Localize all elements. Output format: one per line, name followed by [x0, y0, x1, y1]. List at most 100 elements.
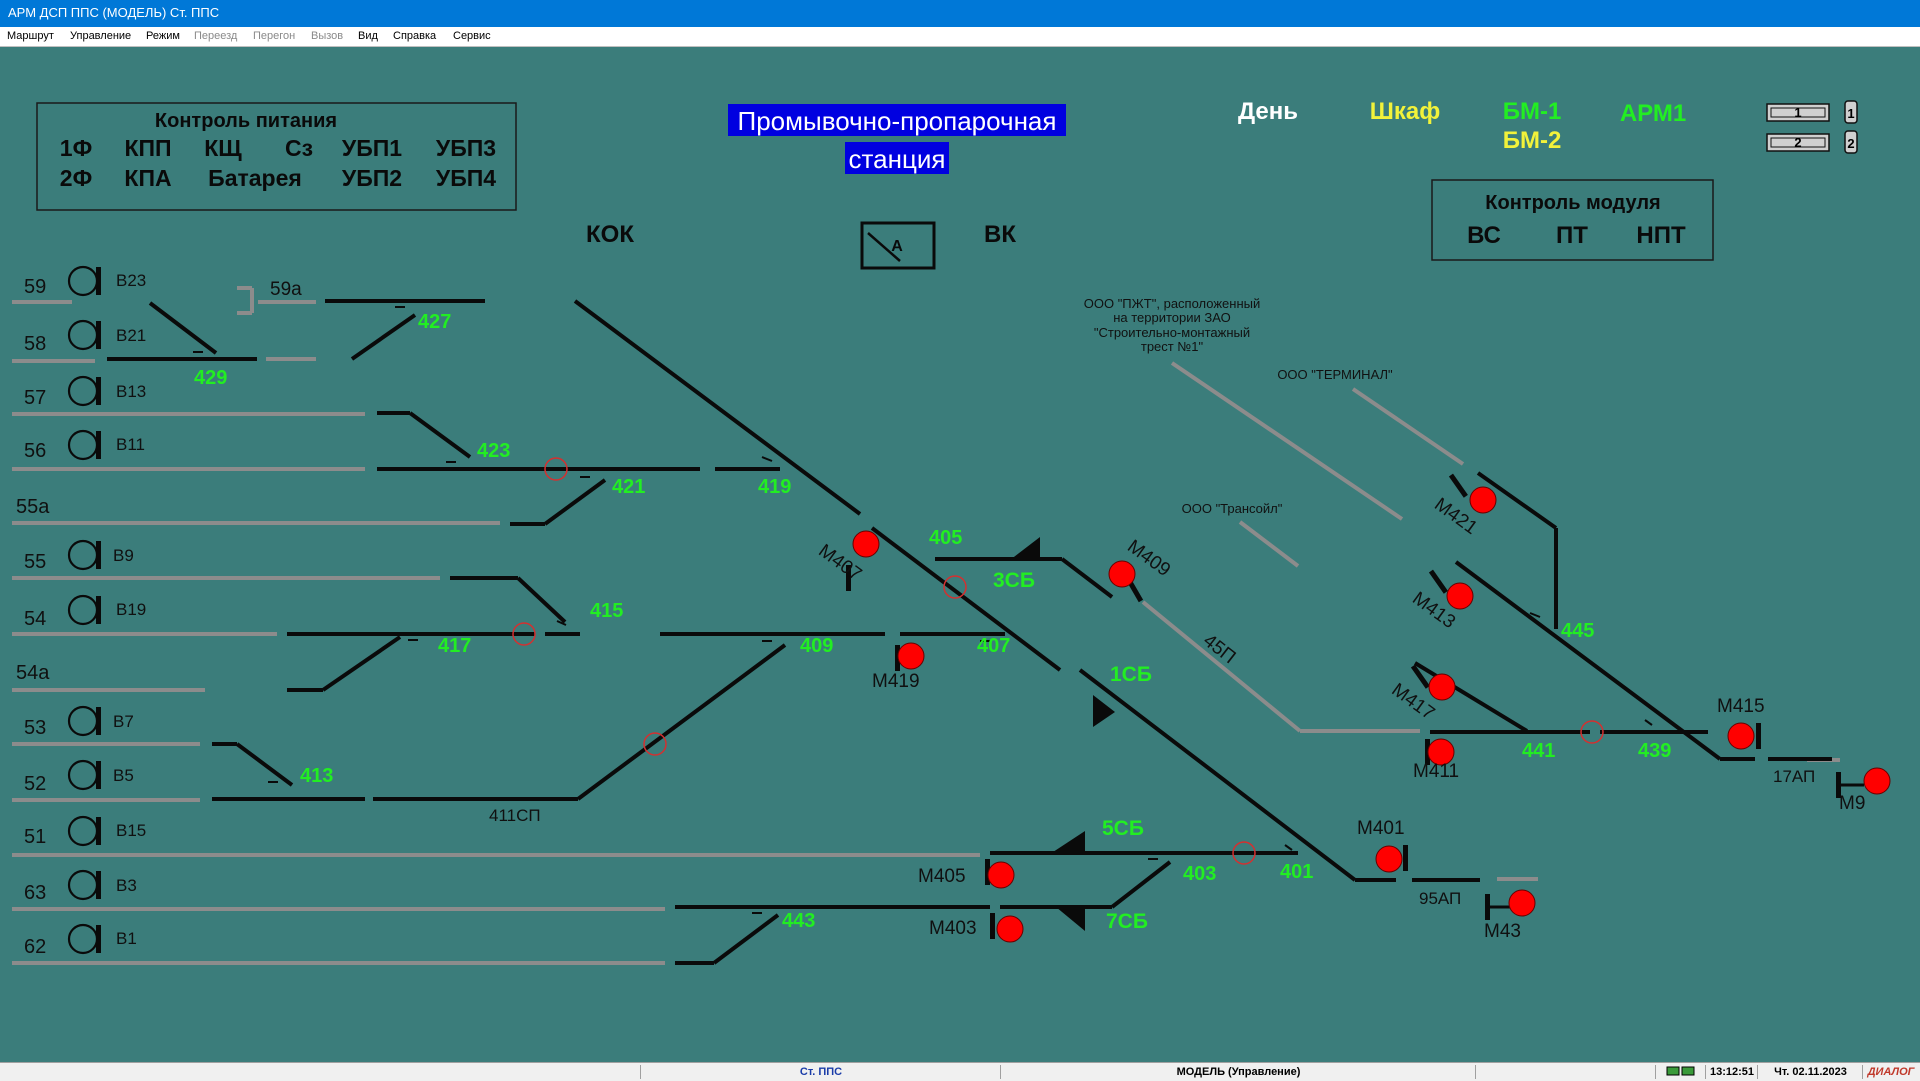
switch-427[interactable]: 427	[418, 311, 451, 333]
switch-423[interactable]: 423	[477, 440, 510, 462]
power-kpa[interactable]: КПА	[124, 165, 171, 191]
network-icon	[1655, 1065, 1706, 1079]
menu-route[interactable]: Маршрут	[7, 30, 54, 42]
power-ubp4[interactable]: УБП4	[436, 165, 496, 191]
switch-439[interactable]: 439	[1638, 740, 1671, 762]
kok-indicator[interactable]: КОК	[586, 221, 634, 248]
power-2f[interactable]: 2Ф	[60, 165, 92, 191]
signal-v11[interactable]: В11	[116, 435, 145, 454]
signal-m9[interactable]: М9	[1839, 793, 1865, 814]
section-1sb[interactable]: 1СБ	[1110, 663, 1152, 686]
computer-2-icon[interactable]: 2 2	[1766, 130, 1858, 154]
section-59a[interactable]: 59а	[270, 279, 302, 300]
signal-v15[interactable]: В15	[116, 821, 146, 840]
track-57[interactable]: 57	[24, 387, 46, 409]
track-59[interactable]: 59	[24, 276, 46, 298]
switch-405[interactable]: 405	[929, 527, 962, 549]
cabinet-indicator[interactable]: Шкаф	[1370, 98, 1440, 125]
menu-crossing[interactable]: Переезд	[194, 30, 238, 42]
status-date: Чт. 02.11.2023	[1757, 1065, 1863, 1079]
menu-control[interactable]: Управление	[70, 30, 132, 42]
signal-v21[interactable]: В21	[116, 326, 146, 345]
switch-401[interactable]: 401	[1280, 861, 1313, 883]
menu-haul[interactable]: Перегон	[253, 30, 296, 42]
menu-view[interactable]: Вид	[358, 30, 378, 42]
signal-m403[interactable]: М403	[929, 918, 977, 939]
switch-407[interactable]: 407	[977, 635, 1010, 657]
signal-m411[interactable]: М411	[1413, 761, 1459, 782]
arm1-indicator[interactable]: АРМ1	[1620, 100, 1686, 127]
signal-m415[interactable]: М415	[1717, 696, 1765, 717]
switch-421[interactable]: 421	[612, 476, 645, 498]
switch-417[interactable]: 417	[438, 635, 471, 657]
track-53[interactable]: 53	[24, 717, 46, 739]
signal-m401[interactable]: М401	[1357, 818, 1405, 839]
switch-415[interactable]: 415	[590, 600, 623, 622]
power-battery[interactable]: Батарея	[208, 165, 302, 191]
signal-v7[interactable]: В7	[113, 712, 134, 731]
signal-m405[interactable]: М405	[918, 866, 966, 887]
power-ubp2[interactable]: УБП2	[342, 165, 402, 191]
track-51[interactable]: 51	[24, 826, 46, 848]
annotation-pzht-1: ООО "ПЖТ", расположенный	[1084, 296, 1260, 311]
switch-445[interactable]: 445	[1561, 620, 1594, 642]
window-title: АРМ ДСП ППС (МОДЕЛЬ) Ст. ППС	[8, 5, 220, 20]
module-pt[interactable]: ПТ	[1556, 222, 1588, 249]
power-sz[interactable]: Сз	[285, 135, 313, 161]
section-411sp[interactable]: 411СП	[489, 806, 541, 825]
power-kpp[interactable]: КПП	[124, 135, 171, 161]
signal-v23[interactable]: В23	[116, 271, 146, 290]
signal-v5[interactable]: В5	[113, 766, 134, 785]
switch-429[interactable]: 429	[194, 367, 227, 389]
signal-v13[interactable]: В13	[116, 382, 146, 401]
bm2-indicator[interactable]: БМ-2	[1503, 127, 1562, 154]
track-56[interactable]: 56	[24, 440, 46, 462]
menu-help[interactable]: Справка	[393, 30, 437, 42]
signal-v9[interactable]: В9	[113, 546, 134, 565]
ammeter-icon[interactable]: A	[860, 221, 936, 270]
signal-v3[interactable]: В3	[116, 876, 137, 895]
track-54a[interactable]: 54а	[16, 662, 50, 684]
switch-409[interactable]: 409	[800, 635, 833, 657]
menu-mode[interactable]: Режим	[146, 30, 180, 42]
section-95ap[interactable]: 95АП	[1419, 889, 1461, 908]
menu-service[interactable]: Сервис	[453, 30, 491, 42]
track-55a[interactable]: 55а	[16, 496, 50, 518]
power-ubp1[interactable]: УБП1	[342, 135, 402, 161]
switch-419[interactable]: 419	[758, 476, 791, 498]
track-52[interactable]: 52	[24, 773, 46, 795]
section-45p[interactable]: 45П	[1199, 630, 1239, 668]
signal-v1[interactable]: В1	[116, 929, 137, 948]
annotation-pzht-2: на территории ЗАО	[1113, 310, 1231, 325]
track-58[interactable]: 58	[24, 333, 46, 355]
power-ksch[interactable]: КЩ	[204, 135, 242, 161]
track-62[interactable]: 62	[24, 936, 46, 958]
power-panel-title: Контроль питания	[155, 110, 337, 132]
switch-413[interactable]: 413	[300, 765, 333, 787]
section-3sb[interactable]: 3СБ	[993, 569, 1035, 592]
power-1f[interactable]: 1Ф	[60, 135, 92, 161]
signal-m419[interactable]: М419	[872, 671, 920, 692]
track-54[interactable]: 54	[24, 608, 46, 630]
section-5sb[interactable]: 5СБ	[1102, 817, 1144, 840]
station-title-line2: станция	[849, 144, 946, 174]
track-63[interactable]: 63	[24, 882, 46, 904]
bm1-indicator[interactable]: БМ-1	[1503, 98, 1562, 125]
title-bar: АРМ ДСП ППС (МОДЕЛЬ) Ст. ППС	[0, 0, 1920, 27]
switch-443[interactable]: 443	[782, 910, 815, 932]
menu-call[interactable]: Вызов	[311, 30, 344, 42]
switch-403[interactable]: 403	[1183, 863, 1216, 885]
switch-441[interactable]: 441	[1522, 740, 1555, 762]
section-7sb[interactable]: 7СБ	[1106, 910, 1148, 933]
day-mode-indicator[interactable]: День	[1238, 98, 1298, 125]
track-55[interactable]: 55	[24, 551, 46, 573]
signal-v19[interactable]: В19	[116, 600, 146, 619]
direction-triangles	[1010, 537, 1115, 931]
vk-indicator[interactable]: ВК	[984, 221, 1016, 248]
computer-1-icon[interactable]: 1 1	[1766, 100, 1858, 124]
power-ubp3[interactable]: УБП3	[436, 135, 496, 161]
module-vs[interactable]: ВС	[1467, 222, 1501, 249]
module-npt[interactable]: НПТ	[1636, 222, 1686, 249]
section-17ap[interactable]: 17АП	[1773, 767, 1815, 786]
signal-m43[interactable]: М43	[1484, 921, 1521, 942]
